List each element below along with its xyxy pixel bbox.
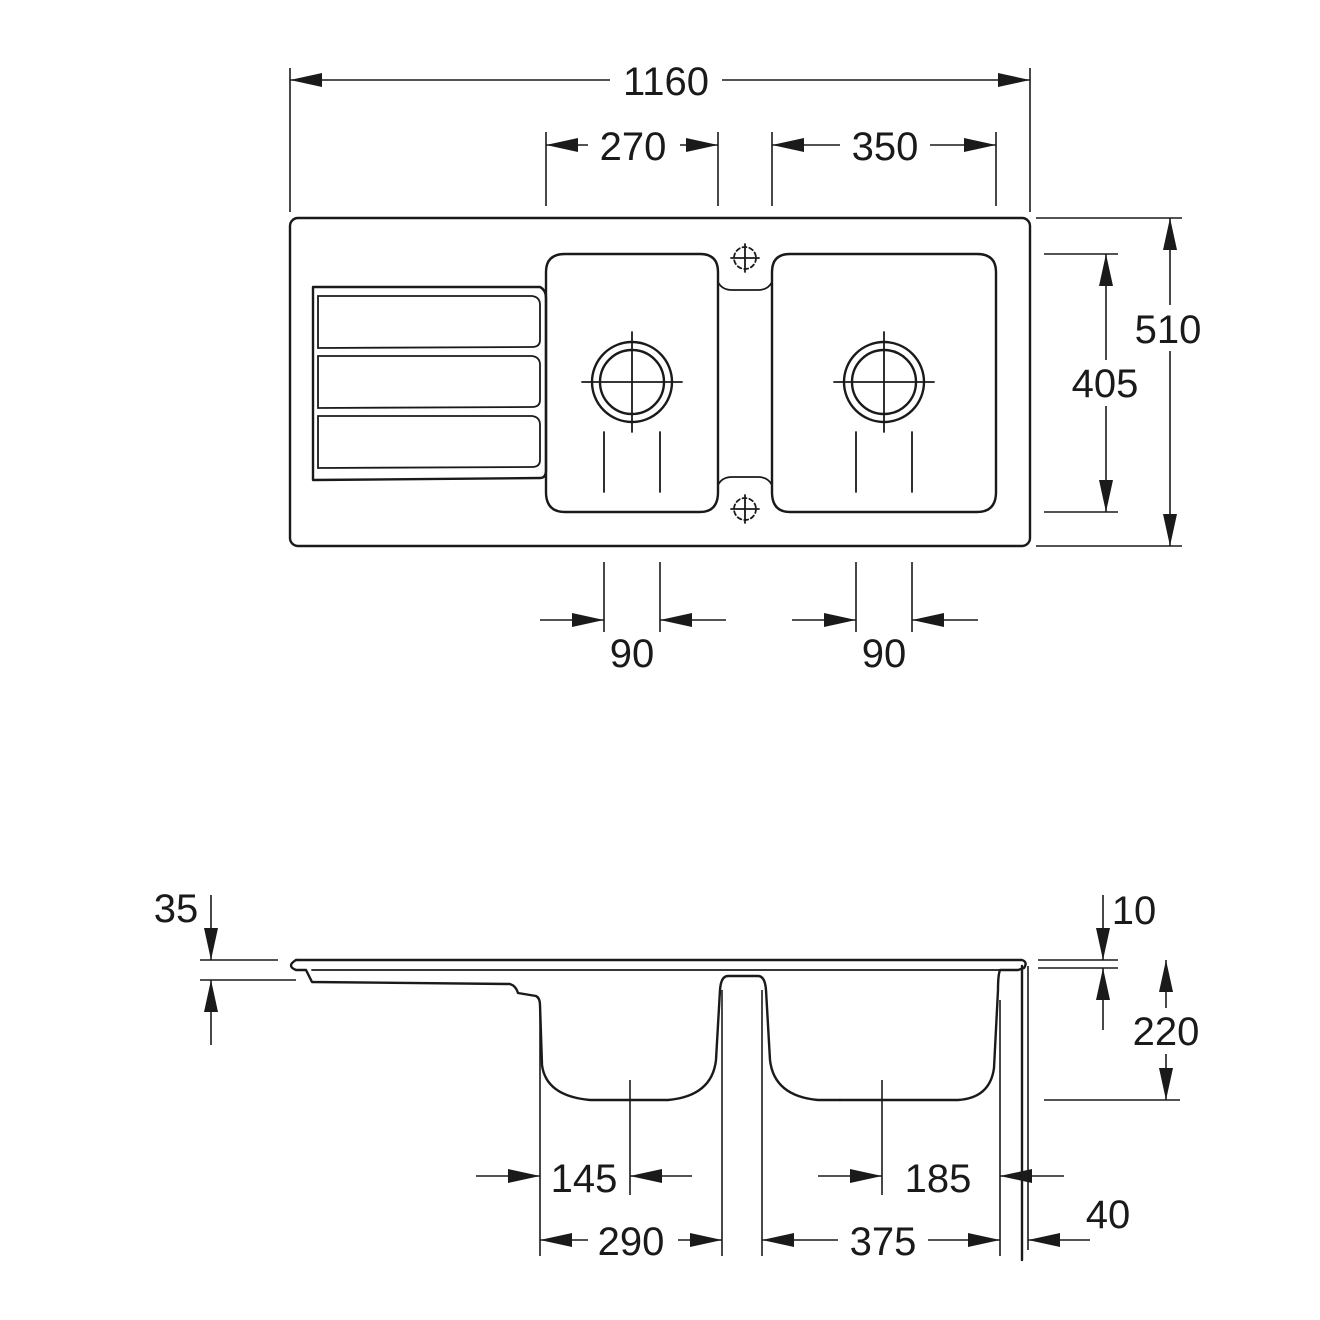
edge-thickness-label: 10 (1112, 889, 1157, 933)
dim-section-right-bowl-width: 375 (762, 1220, 1000, 1264)
dim-left-waste-offset: 145 (476, 1157, 692, 1201)
left-bowl-width-label: 270 (600, 125, 667, 169)
dim-left-waste-spacing: 90 (540, 562, 726, 676)
dim-right-bowl-width: 350 (771, 125, 997, 206)
section-view: 35 10 220 145 (154, 887, 1208, 1264)
left-waste-spacing-label: 90 (610, 632, 655, 676)
dim-section-left-bowl-width: 290 (540, 1220, 722, 1264)
left-waste-offset-label: 145 (551, 1157, 618, 1201)
overall-depth-label: 510 (1135, 308, 1202, 352)
overall-width-label: 1160 (623, 60, 709, 104)
tap-hole-top (730, 243, 760, 273)
sink-outline (288, 216, 1032, 548)
right-bowl-width-label: 350 (852, 125, 919, 169)
left-waste-drain (581, 331, 683, 493)
bowl-depth-label: 405 (1072, 362, 1139, 406)
dim-left-bowl-width: 270 (545, 125, 719, 206)
dim-right-waste-spacing: 90 (792, 562, 978, 676)
plan-view: 1160 270 350 (288, 60, 1212, 676)
section-right-bowl-width-label: 375 (850, 1220, 917, 1264)
edge-offset-label: 40 (1086, 1193, 1131, 1237)
dim-edge-offset: 40 (1028, 1193, 1130, 1247)
left-bowl-outline (544, 252, 720, 514)
dim-edge-thickness: 10 (1038, 889, 1156, 1030)
dim-overall-depth: 510 (1036, 217, 1212, 547)
dim-rim-thickness: 35 (154, 887, 296, 1045)
section-left-bowl-width-label: 290 (598, 1220, 665, 1264)
right-waste-spacing-label: 90 (862, 632, 907, 676)
rim-thickness-label: 35 (154, 887, 199, 931)
drainer-area (311, 285, 548, 482)
bowl-height-label: 220 (1133, 1010, 1200, 1054)
section-left-profile (289, 958, 842, 1102)
right-waste-drain (833, 331, 935, 493)
dim-right-waste-offset: 185 (818, 1157, 1064, 1201)
dim-bowl-depth: 405 (1044, 253, 1146, 513)
tap-hole-bottom (730, 494, 760, 524)
right-waste-offset-label: 185 (905, 1157, 972, 1201)
dim-bowl-height: 220 (1044, 960, 1208, 1101)
dim-overall-width: 1160 (289, 60, 1031, 212)
right-bowl-outline (770, 252, 998, 514)
section-top-rim (294, 958, 1027, 1102)
